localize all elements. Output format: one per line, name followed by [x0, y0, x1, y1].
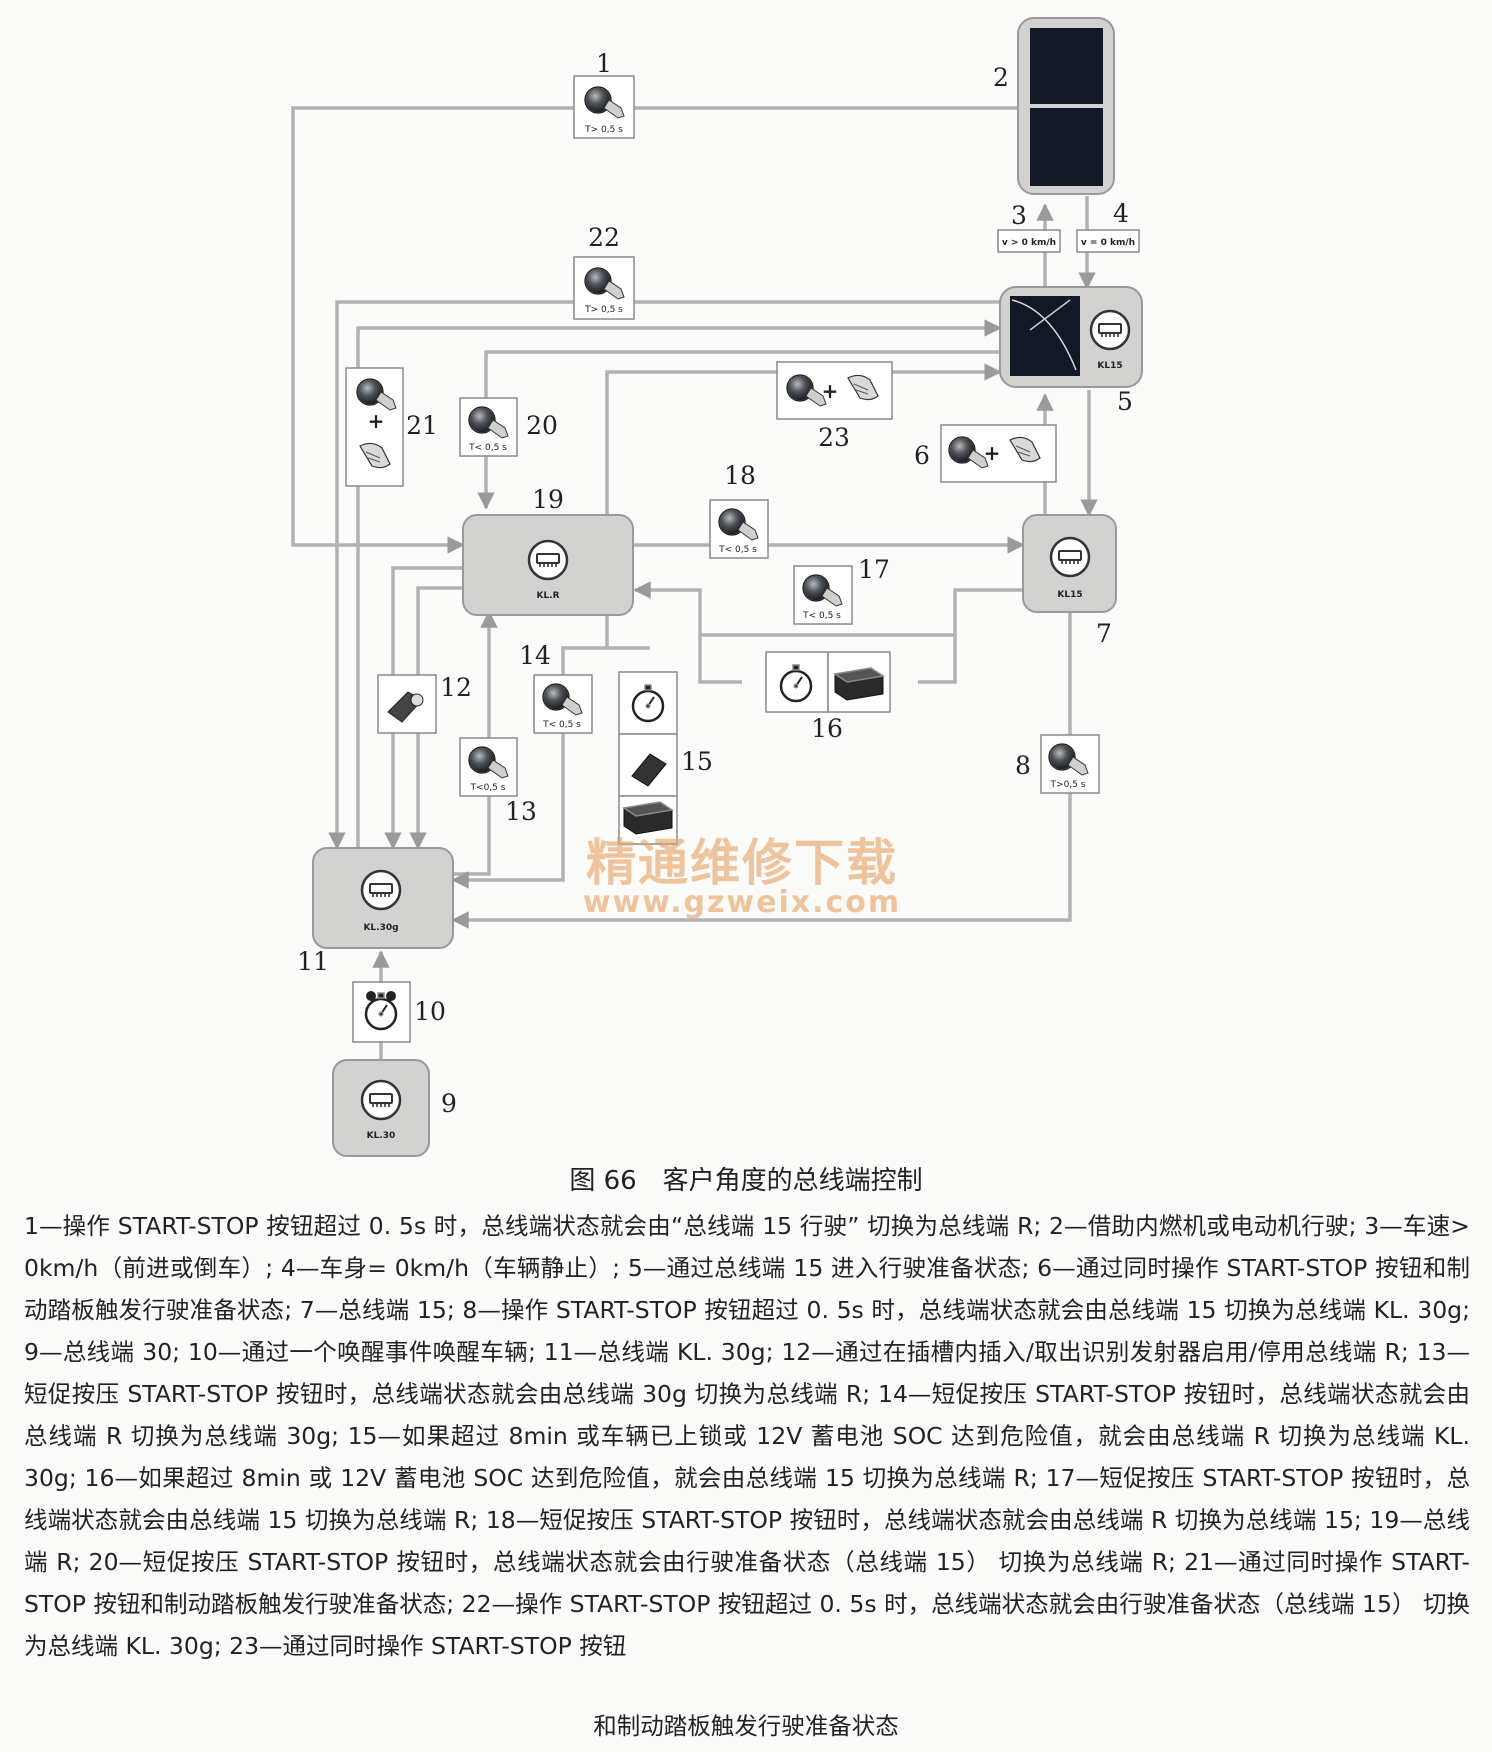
kl15-node: KL15	[1022, 514, 1117, 613]
callout-numbers: 1 2 3 4 5 6 7 8 9 10 11 12 13 14 15 16 1…	[297, 49, 1133, 1118]
svg-text:精通维修下载: 精通维修下载	[586, 833, 898, 892]
svg-text:4: 4	[1113, 199, 1129, 228]
kl-r-label: KL.R	[536, 591, 559, 601]
connection-lines	[291, 106, 1098, 1060]
press-short-icon-18: T< 0,5 s	[709, 499, 769, 559]
kl30g-label: KL.30g	[363, 923, 398, 933]
press-long-icon-1: T> 0,5 s	[573, 75, 635, 139]
svg-text:15: 15	[681, 747, 713, 776]
press-and-brake-icon-21: +	[345, 367, 404, 487]
kl-r-node: KL.R	[462, 514, 634, 616]
press-long-icon-8: T>0,5 s	[1040, 734, 1100, 794]
timeout-lock-battery-icon-15	[618, 671, 678, 845]
svg-text:T< 0,5 s: T< 0,5 s	[468, 443, 507, 453]
svg-text:5: 5	[1117, 387, 1133, 416]
alarm-clock-icon-10	[352, 981, 411, 1043]
svg-text:T< 0,5 s: T< 0,5 s	[802, 611, 841, 621]
svg-text:9: 9	[441, 1089, 457, 1118]
svg-text:T> 0,5 s: T> 0,5 s	[584, 125, 623, 135]
svg-text:10: 10	[414, 997, 446, 1026]
press-short-icon-14: T< 0,5 s	[533, 674, 593, 734]
svg-text:22: 22	[588, 223, 620, 252]
svg-text:18: 18	[724, 461, 756, 490]
svg-text:2: 2	[993, 63, 1009, 92]
svg-text:7: 7	[1096, 619, 1112, 648]
svg-text:11: 11	[297, 947, 329, 976]
svg-text:+: +	[822, 379, 839, 403]
svg-text:T< 0,5 s: T< 0,5 s	[542, 720, 581, 730]
svg-text:17: 17	[858, 555, 890, 584]
kl15-label: KL15	[1057, 590, 1082, 600]
kl15-ready-label: KL15	[1097, 361, 1122, 371]
svg-text:www.gzweix.com: www.gzweix.com	[583, 885, 901, 920]
svg-text:1: 1	[596, 49, 612, 78]
terminal-control-diagram: KL15 KL.R KL15 KL.30g KL.30 T> 0,5 s	[291, 17, 1143, 1157]
svg-text:T> 0,5 s: T> 0,5 s	[584, 305, 623, 315]
svg-text:6: 6	[914, 441, 930, 470]
svg-text:16: 16	[811, 714, 843, 743]
svg-text:19: 19	[532, 485, 564, 514]
kl30-node: KL.30	[332, 1059, 430, 1157]
drive-display-node	[1017, 17, 1115, 195]
press-and-brake-icon-6: +	[940, 424, 1057, 483]
svg-text:3: 3	[1011, 201, 1027, 230]
svg-text:21: 21	[406, 411, 438, 440]
svg-text:v = 0 km/h: v = 0 km/h	[1081, 238, 1135, 248]
svg-text:13: 13	[505, 797, 537, 826]
press-long-icon-22: T> 0,5 s	[573, 256, 635, 320]
figure-legend: 1—操作 START-STOP 按钮超过 0. 5s 时，总线端状态就会由“总线…	[24, 1212, 1470, 1660]
figure-caption: 图 66 客户角度的总线端控制	[569, 1166, 923, 1196]
svg-text:20: 20	[526, 411, 558, 440]
speed-moving-label-3: v > 0 km/h	[997, 229, 1061, 253]
press-short-icon-17: T< 0,5 s	[793, 565, 853, 625]
figure-legend-last-line: 和制动踏板触发行驶准备状态	[593, 1712, 899, 1740]
svg-text:T< 0,5 s: T< 0,5 s	[718, 545, 757, 555]
svg-text:+: +	[368, 409, 385, 433]
svg-text:T>0,5 s: T>0,5 s	[1050, 780, 1086, 790]
watermark: 精通维修下载 www.gzweix.com	[583, 833, 901, 920]
kl30-label: KL.30	[367, 1131, 396, 1141]
svg-text:8: 8	[1015, 751, 1031, 780]
kl30g-node: KL.30g	[312, 847, 454, 949]
press-short-icon-20: T< 0,5 s	[459, 397, 518, 457]
press-short-icon-13: T<0,5 s	[459, 737, 518, 797]
svg-text:23: 23	[818, 423, 850, 452]
svg-text:v > 0 km/h: v > 0 km/h	[1002, 238, 1056, 248]
svg-text:12: 12	[440, 673, 472, 702]
svg-text:+: +	[984, 441, 1001, 465]
timer-battery-icon-16	[765, 651, 891, 713]
key-slot-icon-12	[377, 674, 437, 734]
svg-text:T<0,5 s: T<0,5 s	[470, 783, 506, 793]
kl15-ready-node: KL15	[999, 286, 1143, 388]
press-and-brake-icon-23: +	[776, 361, 893, 420]
speed-zero-label-4: v = 0 km/h	[1076, 229, 1140, 253]
svg-text:14: 14	[519, 641, 551, 670]
